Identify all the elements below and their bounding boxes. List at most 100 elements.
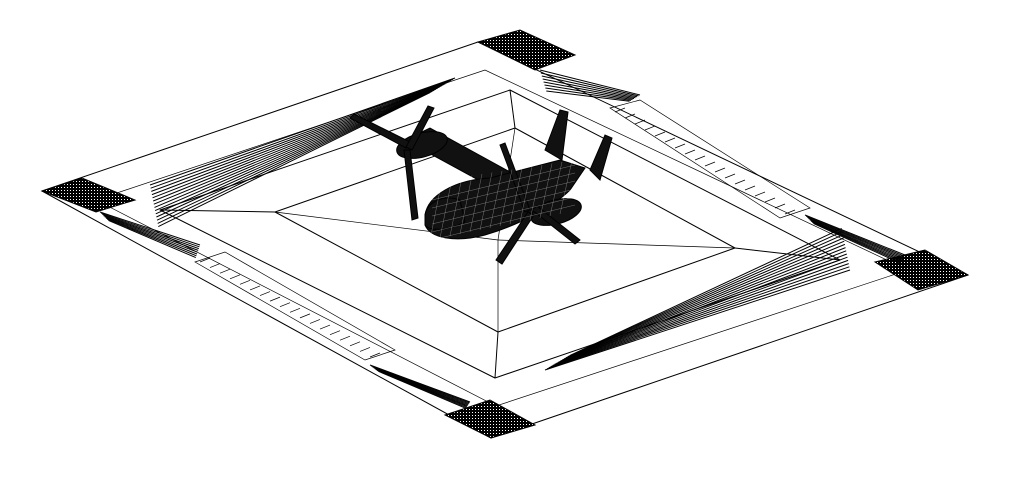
hatch-line-upper-left [153, 83, 446, 202]
hatch-line-upper-left [157, 90, 433, 224]
ramp-right-step [614, 107, 626, 113]
mesh-line [519, 166, 533, 223]
ramp-left-step [229, 274, 241, 280]
ramp-left-step [369, 352, 381, 358]
hatch-line-upper-left [150, 78, 454, 189]
rotor-left-blade-2 [405, 105, 435, 151]
mesh-line [431, 188, 576, 225]
hatch-line-bottom [369, 364, 471, 403]
hatch-line-right-edge [809, 219, 903, 261]
ramp-left-step [219, 268, 231, 274]
hatch-line-top-right [544, 84, 633, 100]
aircraft-tail-fin-left [544, 109, 569, 161]
mesh-line [509, 167, 523, 225]
rotor-right-blade-3 [495, 211, 535, 265]
ramp-left-step [329, 330, 341, 335]
ramp-left-step [339, 335, 351, 341]
ramp-right-step [714, 167, 726, 173]
hatch-line-lower-right [554, 253, 847, 365]
hatch-line-top-right [546, 90, 630, 102]
hatch-line-left-lower [105, 217, 198, 255]
hatch-line-upper-left [151, 80, 450, 196]
hatch-line-lower-right [556, 250, 847, 364]
hatch-line-bottom [373, 367, 469, 406]
hatch-line-upper-left [154, 85, 442, 208]
ramp-left-step [209, 263, 221, 268]
ramp-right-step [764, 197, 776, 203]
mesh-line [429, 179, 443, 241]
hatch-line-lower-right [569, 227, 842, 356]
hatch-line-right-edge [810, 220, 903, 262]
ramp-right-step [784, 209, 796, 215]
ramp-left-step [309, 319, 321, 324]
hatch-line-top-right [541, 75, 638, 98]
hatch-line-upper-left [156, 89, 435, 221]
ramp-right [609, 99, 811, 219]
rotor-right-blade-2 [531, 205, 581, 245]
hatch-line-lower-right [552, 256, 848, 366]
hatch-line-lower-right [565, 234, 844, 359]
ramp-right-step [704, 161, 716, 167]
hatch-line-top-right [543, 81, 635, 100]
ramp-right-step [634, 119, 646, 125]
hatch-line-top-right [539, 69, 641, 96]
mesh-line [479, 172, 493, 231]
hatch-line-top-right [540, 72, 639, 97]
mesh-line [489, 170, 503, 229]
rotor-left-blade-3 [403, 149, 419, 221]
grid-bottom [443, 399, 537, 439]
mesh-line [449, 176, 463, 237]
side-ramps [194, 99, 811, 361]
hatch-line-left-lower [101, 212, 200, 248]
hatched-strips [99, 69, 906, 409]
ramp-right-step [744, 185, 756, 191]
ramp-left-step [259, 291, 271, 296]
deck-crease-top [509, 89, 516, 129]
ramp-right-step [624, 113, 636, 119]
hatch-line-right-edge [808, 218, 904, 260]
ramp-left-step [289, 307, 301, 313]
deck-crease-bottom [494, 331, 499, 379]
grid-left [40, 177, 137, 213]
hatch-line-lower-right [544, 269, 851, 371]
hatch-line-lower-right [564, 237, 844, 360]
hatch-line-lower-right [548, 263, 849, 369]
hatch-line-lower-right [546, 266, 850, 370]
hatch-line-left-lower [107, 218, 197, 257]
hatch-line-upper-left [153, 84, 444, 205]
ramp-left-step [359, 347, 371, 352]
hatch-line-bottom [372, 366, 469, 405]
hatch-line-lower-right [562, 240, 845, 361]
ramp-left-step [319, 324, 331, 330]
hatch-line-left-lower [108, 219, 196, 259]
hatch-line-left-lower [104, 216, 198, 253]
hatch-line-right-edge [813, 222, 902, 264]
grid-top [476, 29, 577, 71]
rotor-left-blade-1 [349, 113, 411, 149]
ramp-right-step [664, 137, 676, 143]
hatch-line-upper-left [156, 88, 437, 218]
mesh-line [439, 178, 453, 239]
hatch-line-top-right [542, 78, 636, 99]
rotor-right-blade-1 [499, 142, 531, 213]
mesh-line [549, 161, 563, 217]
ramp-right-step [684, 149, 696, 155]
hatch-line-lower-right [558, 247, 846, 363]
mesh-line [431, 180, 576, 217]
pad-edge-inner [95, 69, 909, 407]
hatch-line-bottom [378, 370, 466, 409]
aircraft-wireframe [429, 160, 576, 241]
ramp-right-step [654, 131, 666, 137]
tiltrotor-aircraft [349, 105, 613, 265]
hatch-line-upper-left [154, 86, 440, 212]
ramp-right-step [674, 143, 686, 149]
hatch-line-right-edge [807, 216, 904, 258]
hatch-line-upper-left [152, 82, 448, 199]
ramp-left-step [239, 280, 251, 285]
mesh-line [431, 164, 576, 201]
corner-grids [40, 29, 970, 439]
ramp-left-step [299, 313, 311, 319]
hatch-line-top-right [545, 87, 632, 101]
